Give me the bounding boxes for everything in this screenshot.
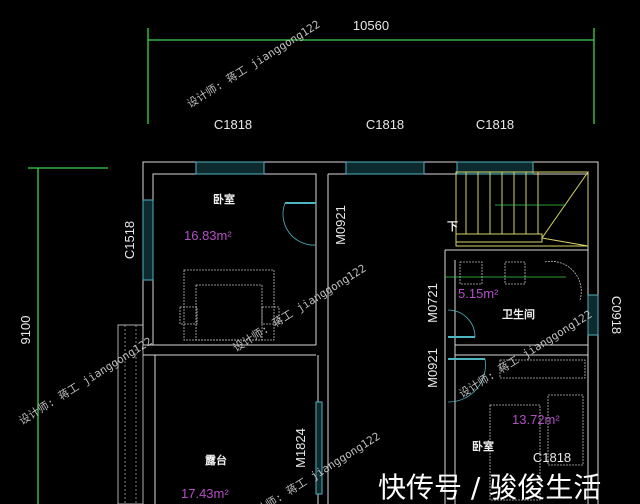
watermark: 设计师: 蒋工 jianggong122 <box>457 308 595 401</box>
watermark: 设计师: 蒋工 jianggong122 <box>245 430 383 504</box>
furniture <box>179 260 586 501</box>
window-right <box>587 294 599 336</box>
window-top-2 <box>345 161 425 175</box>
door-label: M1824 <box>293 428 308 468</box>
window-label: C1818 <box>476 117 514 132</box>
watermark: 设计师: 蒋工 jianggong122 <box>231 262 369 355</box>
window-top-1 <box>195 161 265 175</box>
room-name-bedroom1: 卧室 <box>213 192 235 206</box>
stair-direction-label: 下 <box>447 220 458 233</box>
window-label: C1818 <box>533 450 571 465</box>
room-area-bedroom1: 16.83m² <box>184 228 232 243</box>
walls <box>142 161 599 504</box>
balcony-railing <box>117 324 144 504</box>
dimension-left: 9100 <box>18 167 108 504</box>
door-bedroom1: M0921 <box>282 202 348 246</box>
window-label: C1518 <box>122 221 137 259</box>
dimension-width-label: 10560 <box>353 18 389 33</box>
window-label: C1818 <box>366 117 404 132</box>
door-label: M0921 <box>425 348 440 388</box>
window-top-3 <box>456 161 534 175</box>
room-area-balcony: 17.43m² <box>181 486 229 501</box>
door-bathroom: M0721 <box>425 283 476 338</box>
window-label: C0918 <box>609 296 624 334</box>
door-label: M0921 <box>333 205 348 245</box>
window-label: C1818 <box>214 117 252 132</box>
watermark: 设计师: 蒋工 jianggong122 <box>185 18 323 111</box>
source-caption: 快传号 / 骏俊生活 <box>378 471 601 504</box>
door-balcony: M1824 <box>293 401 323 495</box>
dimension-top: 10560 <box>147 18 595 124</box>
dimension-height-label: 9100 <box>18 316 33 345</box>
room-name-balcony: 露台 <box>205 453 227 467</box>
door-label: M0721 <box>425 283 440 323</box>
room-name-bedroom2: 卧室 <box>472 439 494 453</box>
staircase: 下 <box>445 171 589 278</box>
room-area-bedroom2: 13.72m² <box>512 412 560 427</box>
room-name-bathroom: 卫生间 <box>502 307 535 321</box>
room-area-bathroom: 5.15m² <box>458 286 499 301</box>
door-bedroom2: M0921 <box>425 348 486 403</box>
window-left <box>142 199 154 281</box>
